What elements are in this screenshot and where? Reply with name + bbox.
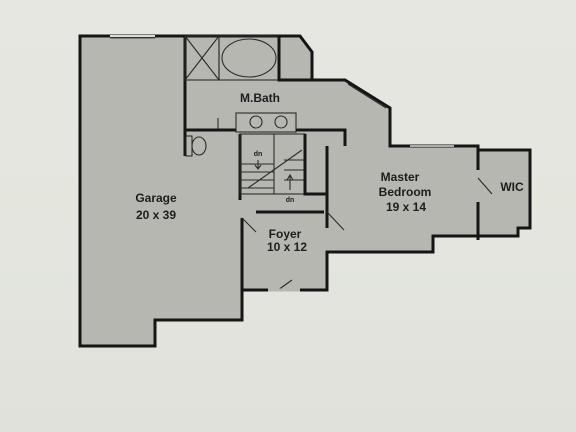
bathtub-basin — [221, 38, 277, 78]
garage-foyer-door-swing — [241, 217, 257, 233]
wic-door-swing — [477, 177, 493, 195]
toilet-bowl-icon — [191, 136, 207, 156]
closet-label: WIC — [500, 180, 524, 194]
bedroom-label-line1: Master — [381, 170, 420, 184]
garage-size: 20 x 39 — [136, 208, 176, 222]
stair-arrow-lower-icon — [286, 173, 294, 190]
bedroom-size: 19 x 14 — [386, 200, 426, 214]
bath-corner-wall — [277, 36, 312, 82]
foyer-size: 10 x 12 — [267, 240, 307, 254]
shower-diagonal — [184, 35, 220, 81]
stair-wall-right — [303, 134, 329, 196]
sink-left-icon — [249, 115, 263, 129]
stair-label-lower: dn — [286, 197, 295, 204]
foyer-bedroom-door-swing — [326, 211, 345, 231]
stair-landing-diagonal — [247, 149, 303, 189]
sink-right-icon — [274, 115, 288, 129]
bath-south-wall — [185, 128, 347, 146]
stair-arrow-upper-icon — [254, 160, 262, 170]
bath-angled-window — [347, 83, 387, 109]
bedroom-label-line2: Bedroom — [379, 185, 432, 199]
foyer-label: Foyer — [269, 227, 302, 241]
vanity-counter — [235, 112, 297, 133]
front-door-swing — [277, 279, 293, 291]
exterior-wall — [78, 34, 532, 348]
stair-label-upper: dn — [254, 151, 263, 158]
stair-treads — [240, 134, 304, 194]
bath-label: M.Bath — [240, 91, 280, 105]
garage-label: Garage — [135, 191, 177, 205]
